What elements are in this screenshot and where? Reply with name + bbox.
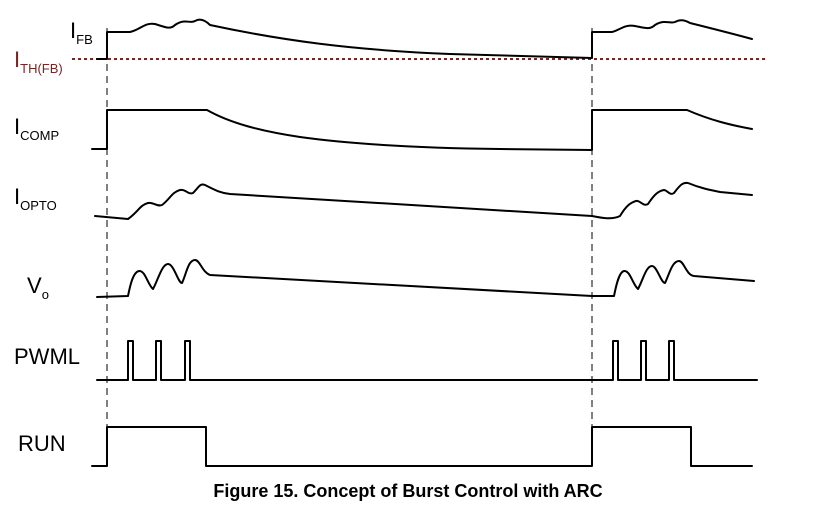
label-pwml: PWML xyxy=(14,344,80,369)
icomp-waveform xyxy=(91,109,753,151)
run-waveform xyxy=(91,426,753,467)
label-icomp: ICOMP xyxy=(14,114,59,143)
label-ifb: IFB xyxy=(70,18,93,47)
label-vo: Vo xyxy=(27,273,49,302)
label-iopto: IOPTO xyxy=(14,184,57,213)
vo-waveform xyxy=(96,259,755,298)
ifb-waveform xyxy=(96,18,753,60)
label-run: RUN xyxy=(18,431,66,456)
iopto-waveform xyxy=(94,181,753,220)
label-ith-fb: ITH(FB) xyxy=(14,47,63,76)
pwml-waveform xyxy=(96,340,758,381)
figure-caption: Figure 15. Concept of Burst Control with… xyxy=(213,481,603,501)
